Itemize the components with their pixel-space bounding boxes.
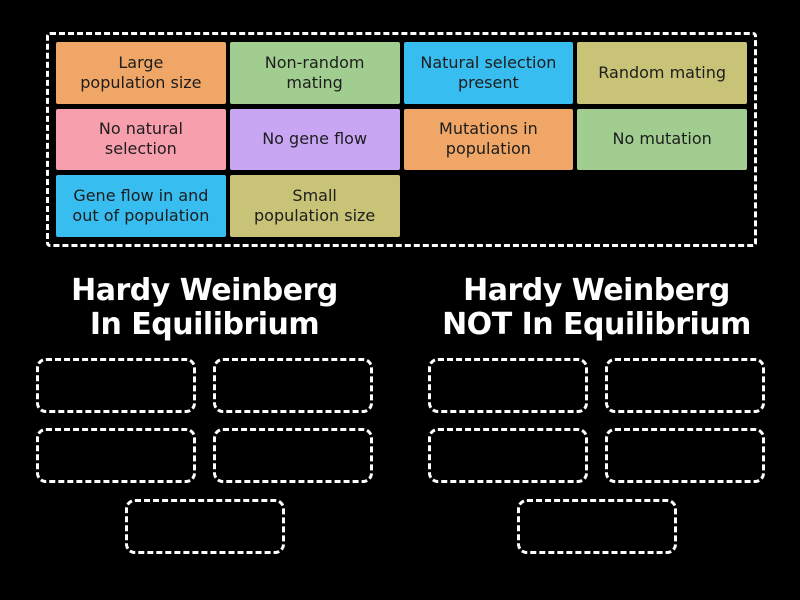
answer-tile-natural-selection[interactable]: Natural selection present bbox=[403, 42, 574, 104]
answer-tile-no-natural-selection[interactable]: No natural selection bbox=[56, 108, 226, 171]
answer-tile-large-population[interactable]: Large population size bbox=[56, 42, 226, 104]
answer-tile-small-population[interactable]: Small population size bbox=[229, 175, 400, 237]
group-title-line1: Hardy Weinberg bbox=[463, 273, 730, 308]
drop-slot[interactable] bbox=[36, 357, 196, 413]
slot-grid-in-equilibrium bbox=[36, 357, 373, 554]
drop-slot[interactable] bbox=[605, 357, 765, 413]
answer-tile-no-mutation[interactable]: No mutation bbox=[577, 108, 747, 171]
answer-tile-random-mating[interactable]: Random mating bbox=[577, 42, 747, 104]
answer-tile-gene-flow[interactable]: Gene flow in and out of population bbox=[56, 175, 226, 237]
answer-tile-no-gene-flow[interactable]: No gene flow bbox=[229, 108, 400, 171]
group-title-line1: Hardy Weinberg bbox=[71, 273, 338, 308]
slot-grid-not-in-equilibrium bbox=[428, 357, 765, 554]
tile-bank: Large population size Non-random mating … bbox=[46, 32, 757, 247]
drop-slot[interactable] bbox=[213, 427, 373, 483]
answer-tile-nonrandom-mating[interactable]: Non-random mating bbox=[229, 42, 400, 104]
drop-slot[interactable] bbox=[428, 427, 588, 483]
drop-slot[interactable] bbox=[124, 498, 285, 554]
drop-slot[interactable] bbox=[516, 498, 677, 554]
group-title-line2: NOT In Equilibrium bbox=[442, 306, 751, 342]
drop-slot[interactable] bbox=[605, 427, 765, 483]
drop-slot[interactable] bbox=[428, 357, 588, 413]
answer-tile-mutations[interactable]: Mutations in population bbox=[403, 108, 574, 171]
drop-slot[interactable] bbox=[213, 357, 373, 413]
group-title-line2: In Equilibrium bbox=[89, 306, 320, 342]
drop-slot[interactable] bbox=[36, 427, 196, 483]
